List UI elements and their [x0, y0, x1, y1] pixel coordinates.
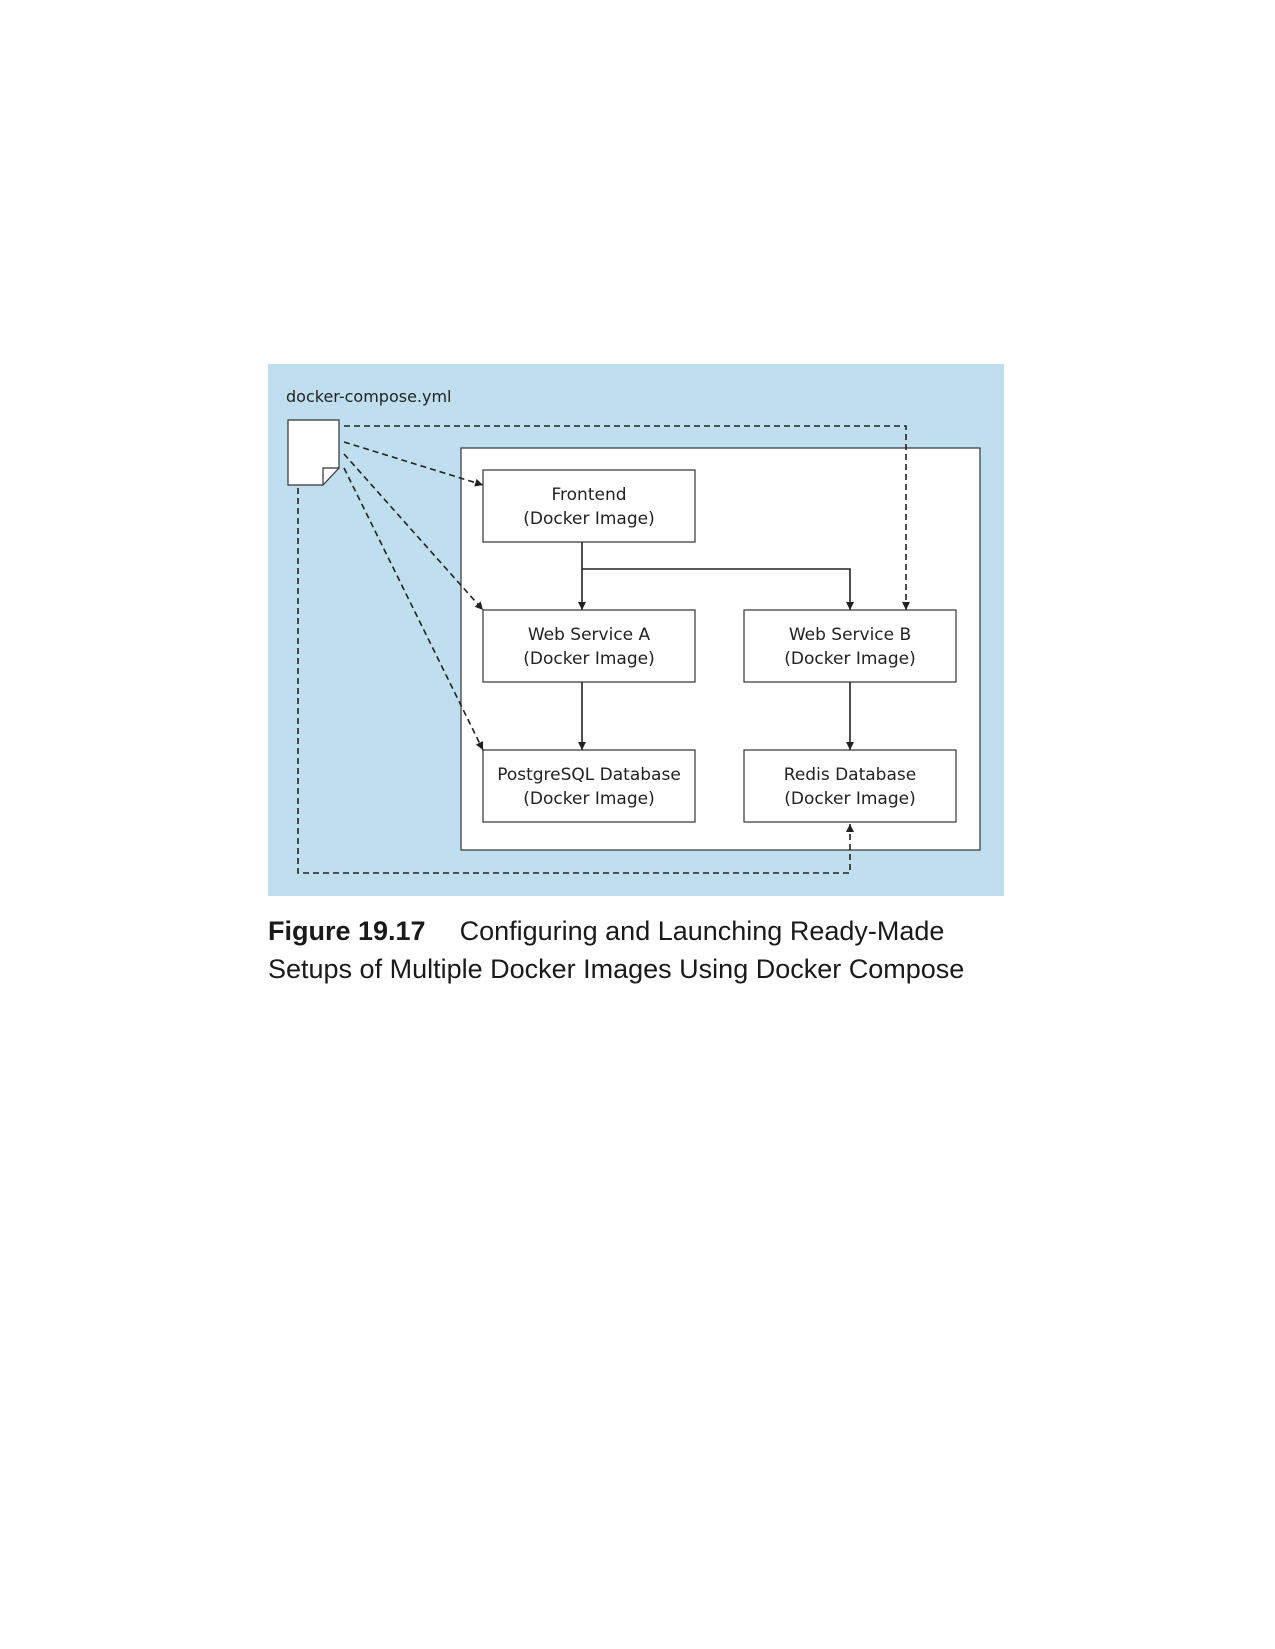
edge-file-web-service-b — [344, 425, 910, 610]
frontend-subtitle: (Docker Image) — [523, 509, 654, 529]
redis-subtitle: (Docker Image) — [784, 789, 915, 809]
web-service-a-title: Web Service A — [528, 625, 651, 645]
node-postgres: PostgreSQL Database (Docker Image) — [482, 749, 696, 823]
postgres-title: PostgreSQL Database — [497, 765, 681, 785]
edge-file-redis — [297, 488, 854, 874]
redis-title: Redis Database — [784, 765, 916, 785]
file-icon — [287, 419, 340, 486]
edge-file-frontend — [343, 441, 484, 487]
caption-text: Configuring and Launching Ready-Made Set… — [268, 916, 965, 984]
figure-number: Figure 19.17 — [268, 916, 426, 946]
edge-frontend-web-service-b — [582, 568, 854, 610]
web-service-b-title: Web Service B — [789, 625, 911, 645]
file-label: docker-compose.yml — [286, 387, 452, 406]
node-web-service-a: Web Service A (Docker Image) — [482, 609, 696, 683]
edge-file-postgres — [343, 467, 484, 751]
solid-edges — [578, 542, 854, 750]
node-frontend: Frontend (Docker Image) — [482, 469, 696, 543]
dashed-edges — [297, 425, 910, 874]
frontend-title: Frontend — [551, 485, 626, 505]
postgres-subtitle: (Docker Image) — [523, 789, 654, 809]
web-service-b-subtitle: (Docker Image) — [784, 649, 915, 669]
node-redis: Redis Database (Docker Image) — [743, 749, 957, 823]
docker-compose-diagram: docker-compose.yml Frontend (Docke — [268, 364, 1004, 896]
node-web-service-b: Web Service B (Docker Image) — [743, 609, 957, 683]
edge-file-web-service-a — [343, 453, 484, 611]
web-service-a-subtitle: (Docker Image) — [523, 649, 654, 669]
